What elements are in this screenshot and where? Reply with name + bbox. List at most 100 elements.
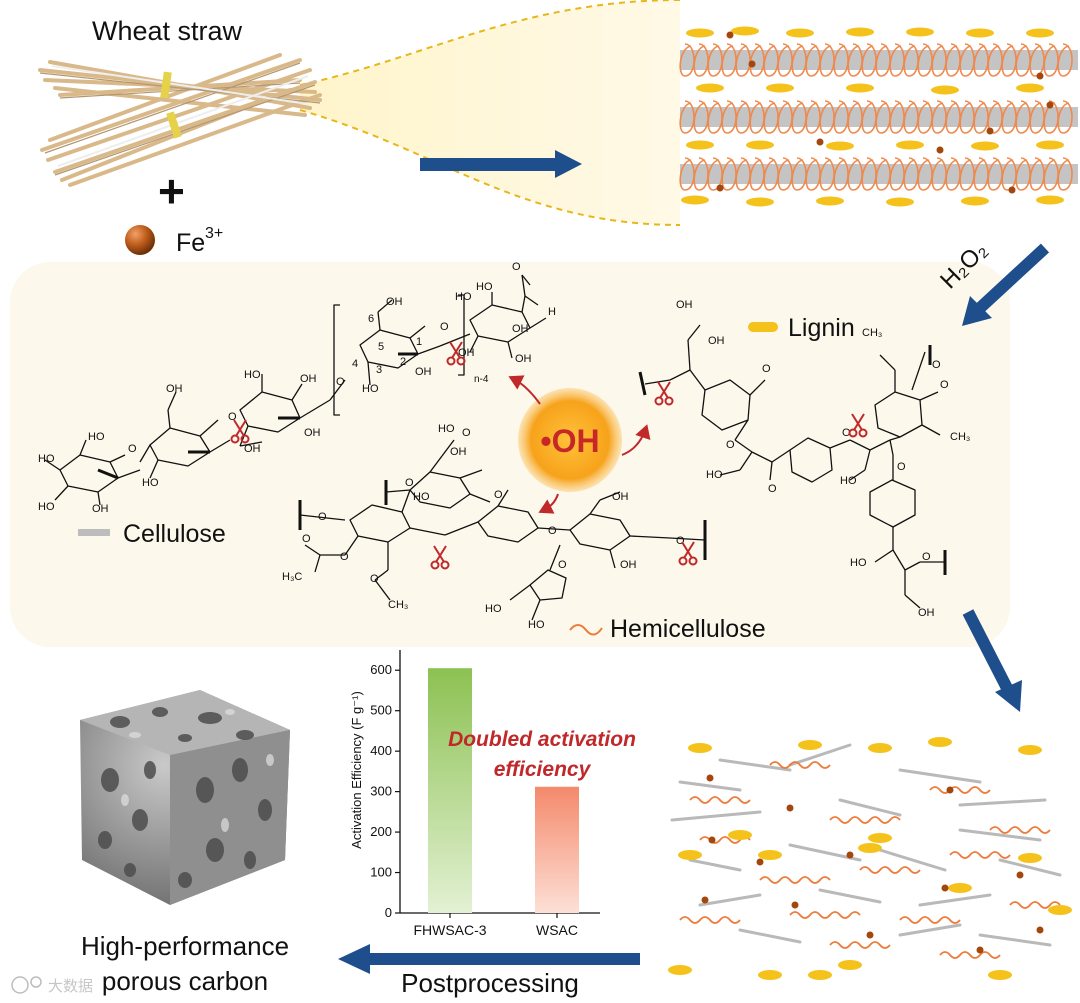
- fibre-bundle-3: [679, 157, 1078, 191]
- scissors-icon: [678, 541, 698, 566]
- watermark: 大数据: [11, 976, 93, 995]
- lignin-particle: [846, 83, 874, 93]
- lignin-particle: [766, 83, 794, 93]
- plus-sign: +: [158, 165, 185, 217]
- fe-ion-icon: [125, 225, 155, 255]
- fibre-bundle-1: [679, 43, 1078, 77]
- y-tick-label: 300: [370, 784, 392, 799]
- svg-text:4: 4: [352, 358, 358, 370]
- svg-text:O: O: [405, 477, 414, 489]
- svg-text:OH: OH: [415, 366, 432, 378]
- cellulose-fragment: [738, 928, 802, 944]
- hemicellulose-fragment: [829, 816, 901, 824]
- y-tick-label: 400: [370, 743, 392, 758]
- svg-text:HO: HO: [850, 557, 867, 569]
- svg-text:O: O: [897, 461, 906, 473]
- lignin-particle: [688, 743, 712, 753]
- lignin-particle: [728, 830, 752, 840]
- cellulose-fragment: [838, 798, 902, 817]
- hemicellulose-fragment: [1009, 901, 1061, 909]
- chemical-structures: [44, 274, 947, 621]
- lignin-particle: [758, 970, 782, 980]
- porous-carbon-label-line1: High-performance: [81, 931, 289, 961]
- lignin-particle: [961, 196, 989, 206]
- fe-ion-label: Fe: [176, 229, 205, 257]
- cellulose-fragment: [698, 893, 762, 907]
- hydroxyl-radical-bubble: [518, 388, 622, 492]
- fibre-bundle-2: [679, 100, 1078, 134]
- cellulose-fragment: [878, 848, 947, 872]
- svg-text:OH: OH: [458, 347, 475, 359]
- svg-text:OH: OH: [918, 607, 935, 619]
- svg-text:HO: HO: [88, 431, 105, 443]
- wheat-straw-illustration: [38, 53, 322, 187]
- lignin-particle: [838, 960, 862, 970]
- hemicellulose-fragment: [939, 951, 1001, 959]
- fe-particle: [706, 774, 714, 782]
- lignin-particle: [928, 737, 952, 747]
- svg-text:CH₃: CH₃: [950, 431, 970, 443]
- arrow-straw-to-fibres: [420, 150, 582, 178]
- lignin-particle: [746, 140, 774, 150]
- cellulose-fragment: [670, 810, 762, 822]
- porous-carbon-cube: [80, 690, 290, 905]
- svg-text:O: O: [842, 427, 851, 439]
- svg-text:O: O: [128, 443, 137, 455]
- cellulose-label: Cellulose: [123, 520, 226, 548]
- lignin-particle: [1048, 905, 1072, 915]
- lignin-particle: [971, 141, 999, 151]
- hemicellulose-fragment: [769, 761, 831, 769]
- svg-text:O: O: [494, 489, 503, 501]
- cellulose-fragment: [678, 780, 742, 792]
- y-tick-label: 500: [370, 703, 392, 718]
- arrow-h2o2: [962, 243, 1050, 326]
- svg-text:OH: OH: [244, 443, 261, 455]
- svg-text:HO: HO: [840, 475, 857, 487]
- lignin-particle: [1018, 853, 1042, 863]
- hemicellulose-structure: [298, 439, 707, 621]
- svg-text:OH: OH: [450, 446, 467, 458]
- lignin-particle: [1016, 83, 1044, 93]
- scissors-icon: [446, 341, 466, 366]
- lignin-particle: [668, 965, 692, 975]
- cellulose-fragment: [918, 893, 992, 907]
- lignin-particle: [868, 833, 892, 843]
- svg-text:O: O: [318, 511, 327, 523]
- lignin-particle: [696, 83, 724, 93]
- svg-text:HO: HO: [38, 501, 55, 513]
- svg-text:HO: HO: [528, 619, 545, 631]
- hemicellulose-fragment: [899, 916, 961, 924]
- lignin-particle: [798, 740, 822, 750]
- scissors-icon: [430, 545, 450, 570]
- lignin-particle: [1026, 28, 1054, 38]
- cellulose-fragment: [978, 933, 1052, 947]
- cellulose-fragment: [958, 828, 1042, 842]
- svg-text:H₃C: H₃C: [282, 571, 302, 583]
- fe-particle: [701, 896, 709, 904]
- lignin-particle: [808, 970, 832, 980]
- svg-text:O: O: [370, 573, 379, 585]
- lignin-structure: [638, 324, 947, 609]
- chart-y-axis-label: Activation Efficiency (F g⁻¹): [349, 691, 364, 849]
- svg-text:5: 5: [378, 341, 384, 353]
- svg-text:HO: HO: [485, 603, 502, 615]
- fe-particle: [946, 786, 954, 794]
- svg-text:O: O: [548, 525, 557, 537]
- doubled-annotation-line2: efficiency: [494, 758, 592, 781]
- fe-particle: [941, 884, 949, 892]
- lignin-particle: [868, 743, 892, 753]
- hemicellulose-fragment: [929, 786, 991, 794]
- hemicellulose-fragment: [829, 941, 891, 949]
- porous-carbon-label-line2: porous carbon: [102, 966, 268, 996]
- lignin-particle: [1018, 745, 1042, 755]
- lignin-particle: [826, 141, 854, 151]
- lignin-particle: [786, 28, 814, 38]
- hemicellulose-fragment: [949, 851, 1011, 859]
- cellulose-fragment: [688, 858, 742, 872]
- lignin-particle: [886, 197, 914, 207]
- fe-particle: [846, 851, 854, 859]
- svg-text:O: O: [676, 535, 685, 547]
- lignin-particle: [896, 140, 924, 150]
